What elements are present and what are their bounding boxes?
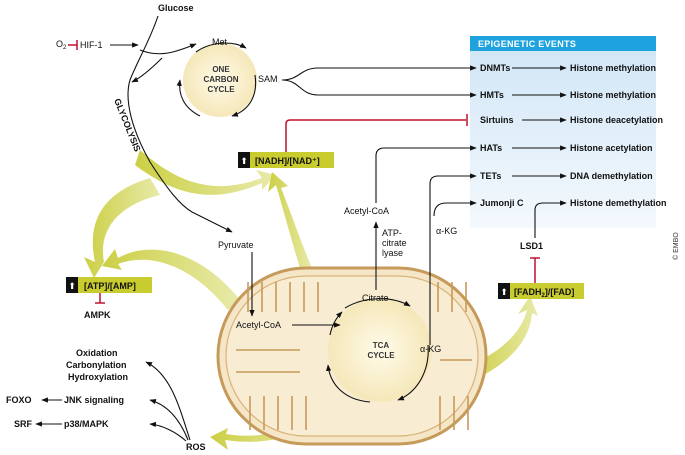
o2-label: O2 (56, 39, 67, 51)
epigenetic-enzyme-label: Jumonji C (480, 198, 524, 208)
credit-label: © EMBO (672, 232, 680, 260)
flow-arrow-mito-to-atp (102, 249, 240, 310)
epigenetic-effect-label: Histone methylation (570, 63, 656, 73)
p38-mapk-label: p38/MAPK (64, 419, 109, 429)
hydroxylation-label: Hydroxylation (68, 372, 128, 382)
met-label: Met (212, 37, 228, 47)
acetyl-coa-mito-label: Acetyl-CoA (236, 320, 281, 330)
epigenetic-enzyme-label: HATs (480, 143, 502, 153)
acetyl-coa-cyto-label: Acetyl-CoA (344, 206, 389, 216)
fadh-ratio-label: [FADH2]/[FAD] (514, 287, 574, 299)
epigenetic-events-title: EPIGENETIC EVENTS (478, 39, 576, 49)
epigenetic-enzyme-label: TETs (480, 171, 501, 181)
atp-up-arrow: ⬆ (68, 281, 76, 291)
epigenetic-effect-label: Histone deacetylation (570, 115, 663, 125)
glycolysis-label: GLYCOLYSIS (112, 97, 142, 153)
fadh-up-arrow: ⬆ (500, 287, 508, 297)
atp-citrate-lyase-label-2: citrate (382, 238, 407, 248)
epigenetic-effect-label: Histone methylation (570, 90, 656, 100)
nadh-ratio-box: ⬆ [NADH]/[NAD⁺] (238, 152, 334, 168)
epigenetic-effect-label: DNA demethylation (570, 171, 653, 181)
one-carbon-cycle-title-3: CYCLE (207, 85, 235, 94)
pyruvate-label: Pyruvate (218, 240, 254, 250)
atp-citrate-lyase-label-3: lyase (382, 248, 403, 258)
foxo-label: FOXO (6, 395, 32, 405)
epigenetic-enzyme-label: Sirtuins (480, 115, 514, 125)
tca-cycle-title-2: CYCLE (367, 351, 395, 360)
ampk-label: AMPK (84, 310, 111, 320)
flow-arrow-glycolysis-to-atp (84, 178, 160, 278)
lsd1-label: LSD1 (520, 241, 543, 251)
flow-arrow-mito-to-ros (210, 412, 320, 450)
epigenetic-enzyme-label: DNMTs (480, 63, 510, 73)
one-carbon-cycle-title: ONE (212, 65, 230, 74)
epigenetic-effect-label: Histone acetylation (570, 143, 653, 153)
akg-mito-label: α-KG (420, 344, 441, 354)
tca-cycle (328, 298, 432, 402)
nadh-up-arrow: ⬆ (240, 156, 248, 166)
atp-ratio-label: [ATP]/[AMP] (84, 281, 136, 291)
tca-cycle-title: TCA (373, 341, 390, 350)
one-carbon-cycle: Met SAM ONE CARBON CYCLE (176, 37, 278, 117)
ros-label: ROS (186, 442, 206, 452)
epigenetic-enzyme-label: HMTs (480, 90, 504, 100)
epigenetic-events-header (470, 36, 656, 51)
jnk-signaling-label: JNK signaling (64, 395, 124, 405)
oxidation-label: Oxidation (76, 348, 118, 358)
srf-label: SRF (14, 419, 33, 429)
atp-citrate-lyase-label: ATP- (382, 228, 402, 238)
hif1-label: HIF-1 (80, 40, 103, 50)
akg-cyto-label: α-KG (436, 226, 457, 236)
mitochondrion: TCA CYCLE Citrate α-KG Acetyl-CoA (216, 266, 488, 446)
epigenetic-effect-label: Histone demethylation (570, 198, 667, 208)
flow-arrow-mito-to-nadh (268, 172, 312, 268)
one-carbon-cycle-title-2: CARBON (203, 75, 238, 84)
nadh-ratio-label: [NADH]/[NAD⁺] (255, 156, 320, 166)
fadh-ratio-box: ⬆ [FADH2]/[FAD] (498, 283, 584, 299)
carbonylation-label: Carbonylation (66, 360, 127, 370)
glucose-label: Glucose (158, 3, 194, 13)
sam-label: SAM (258, 74, 278, 84)
atp-ratio-box: ⬆ [ATP]/[AMP] (66, 277, 152, 293)
flow-arrow-glycolysis-to-nadh (135, 150, 276, 195)
citrate-label: Citrate (362, 293, 389, 303)
